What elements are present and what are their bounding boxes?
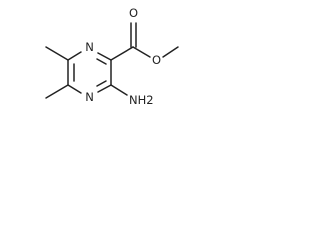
pyrazine-ring	[67, 51, 112, 94]
double-bond-n1-c2-inner	[96, 58, 107, 65]
amine-label: NH2	[129, 93, 154, 107]
carbonyl-oxygen-label: O	[129, 6, 138, 20]
bond-carbonyl-carbon-ester-o	[132, 46, 151, 58]
chemical-structure-diagram: N N O O NH2	[45, 6, 179, 107]
bond-n4-c5	[67, 84, 82, 94]
bond-c6-n1	[67, 51, 82, 61]
ring-nitrogen-bottom-label: N	[85, 90, 94, 104]
ring-nitrogen-top-label: N	[85, 40, 94, 54]
bond-c5-methyl	[45, 84, 69, 99]
bond-c2-carbonyl-carbon	[110, 46, 134, 61]
bond-c6-methyl	[45, 46, 69, 61]
double-bond-c3-n4-inner	[96, 80, 107, 87]
bond-c3-amine	[110, 84, 128, 96]
bond-n1-c2	[97, 52, 112, 61]
ester-oxygen-label: O	[152, 53, 161, 67]
bond-ester-o-methyl	[162, 46, 179, 58]
bond-c3-n4	[97, 84, 112, 93]
